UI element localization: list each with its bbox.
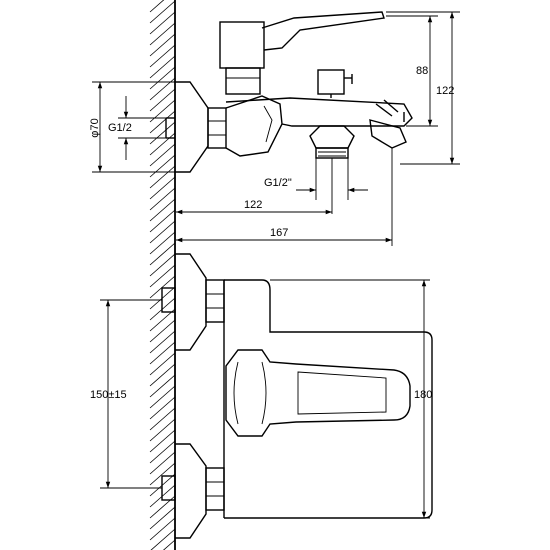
wall-hatch-line bbox=[149, 374, 176, 398]
dim-outlet-distance: 122 bbox=[244, 199, 262, 211]
dim-spout-height: 88 bbox=[416, 65, 428, 77]
wall-hatch-line bbox=[149, 165, 176, 189]
dim-diameter: φ70 bbox=[89, 118, 101, 137]
wall-hatch-line bbox=[150, 528, 176, 550]
wall-hatch-line bbox=[149, 451, 176, 475]
dim-body-height: 180 bbox=[414, 389, 432, 401]
wall-hatch-line bbox=[149, 66, 176, 90]
wall-hatch-line bbox=[149, 220, 176, 244]
dim-inlet-thread: G1/2 bbox=[108, 122, 132, 134]
wall-hatch-line bbox=[149, 330, 176, 354]
wall-hatch-line bbox=[149, 88, 176, 112]
wall-hatch-line bbox=[149, 22, 176, 46]
wall-hatch-line bbox=[149, 33, 176, 57]
wall-hatch-line bbox=[149, 440, 176, 464]
wall-hatch-line bbox=[149, 176, 176, 200]
wall-hatch-line bbox=[149, 242, 176, 266]
wall-hatch-line bbox=[149, 462, 176, 486]
wall-hatch-line bbox=[149, 11, 176, 35]
wall-hatch-line bbox=[149, 209, 176, 233]
wall-hatch-line bbox=[149, 517, 176, 541]
wall-hatch-line bbox=[149, 352, 176, 376]
top-view-dimensions: φ70 G1/2 88 122 G1/2" 122 167 bbox=[89, 11, 460, 246]
wall-hatch-line bbox=[149, 418, 176, 442]
wall-hatch-line bbox=[149, 319, 176, 343]
wall-hatch-line bbox=[149, 187, 176, 211]
wall-hatch-line bbox=[149, 396, 176, 420]
wall-hatch-line bbox=[149, 231, 176, 255]
wall-hatch-line bbox=[149, 110, 176, 134]
wall-hatch-line bbox=[149, 143, 176, 167]
wall-hatch-line bbox=[149, 44, 176, 68]
front-view-faucet bbox=[161, 253, 433, 539]
front-view-dimensions: 150±15 180 bbox=[90, 279, 432, 519]
wall-hatch-line bbox=[149, 506, 176, 530]
wall bbox=[149, 0, 176, 550]
dim-total-height: 122 bbox=[436, 85, 454, 97]
wall-hatch-line bbox=[149, 264, 176, 288]
wall-hatch-line bbox=[149, 429, 176, 453]
wall-hatch-line bbox=[149, 385, 176, 409]
wall-hatch-line bbox=[149, 0, 165, 13]
wall-hatch-line bbox=[149, 198, 176, 222]
wall-hatch-line bbox=[149, 121, 176, 145]
dim-inlet-spacing: 150±15 bbox=[90, 389, 127, 401]
dim-spout-length: 167 bbox=[270, 227, 288, 239]
wall-hatch-line bbox=[149, 275, 176, 299]
wall-hatch-line bbox=[149, 132, 176, 156]
wall-hatch-line bbox=[149, 407, 176, 431]
wall-hatch-line bbox=[149, 77, 176, 101]
wall-hatch-line bbox=[149, 253, 176, 277]
dim-outlet-thread: G1/2" bbox=[264, 177, 292, 189]
wall-hatch-line bbox=[149, 154, 176, 178]
wall-hatch-line bbox=[149, 0, 176, 24]
top-view-faucet bbox=[165, 11, 413, 173]
wall-hatch-line bbox=[163, 539, 176, 550]
wall-hatch-line bbox=[149, 55, 176, 79]
wall-hatch-line bbox=[149, 341, 176, 365]
wall-hatch-line bbox=[149, 363, 176, 387]
wall-hatching bbox=[149, 0, 176, 550]
